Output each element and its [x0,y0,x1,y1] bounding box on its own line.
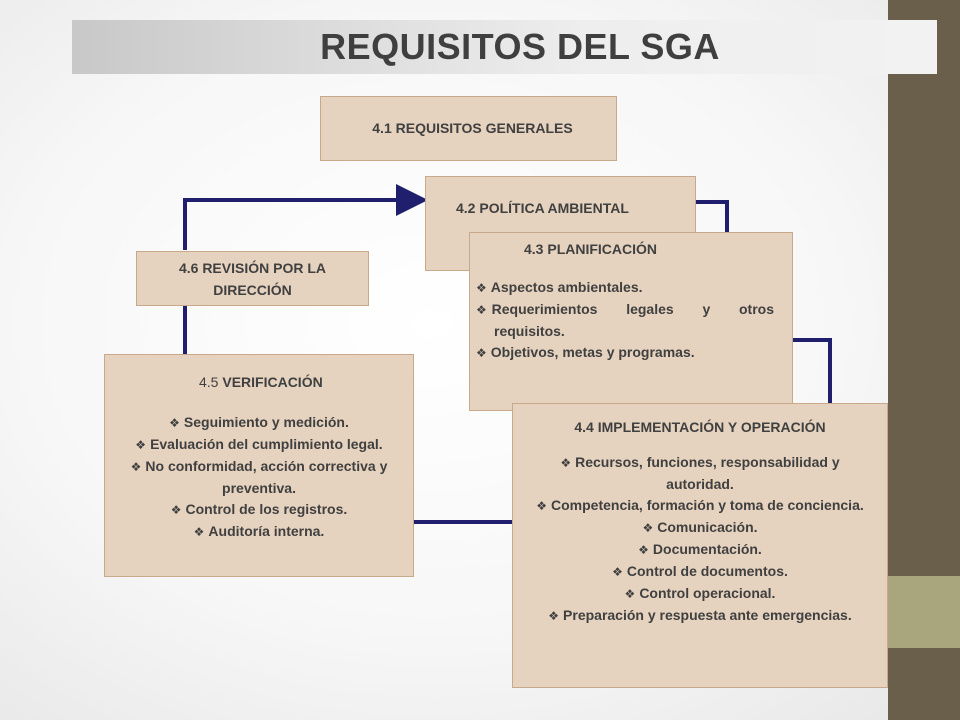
connector-planificacion-to-implementacion [792,338,832,403]
list-item: ❖Auditoría interna. [123,521,395,543]
side-decoration-accent [888,576,960,648]
diamond-bullet-icon: ❖ [193,525,205,539]
list-item: ❖Control de documentos. [527,561,873,583]
box-verificacion: 4.5 VERIFICACIÓN ❖Seguimiento y medición… [104,354,414,577]
diamond-bullet-icon: ❖ [642,521,654,535]
list-item-text: Control de los registros. [185,501,348,517]
slide-title: REQUISITOS DEL SGA [320,26,720,67]
box-title: 4.3 PLANIFICACIÓN [524,241,658,257]
list-item-text: Comunicación. [657,519,758,535]
diamond-bullet-icon: ❖ [536,499,547,513]
diamond-bullet-icon: ❖ [638,543,649,557]
diamond-bullet-icon: ❖ [169,416,180,430]
diamond-bullet-icon: ❖ [624,587,636,601]
list-item: ❖No conformidad, acción correctiva y pre… [123,456,395,499]
list-item-text: Seguimiento y medición. [183,414,349,430]
diamond-bullet-icon: ❖ [476,303,488,317]
box-title: 4.4 IMPLEMENTACIÓN Y OPERACIÓN [574,419,826,435]
box-planificacion: 4.3 PLANIFICACIÓN ❖Aspectos ambientales.… [469,232,793,411]
list-item: ❖Aspectos ambientales. [476,277,774,299]
list-item: ❖Control operacional. [527,583,873,605]
diamond-bullet-icon: ❖ [612,565,623,579]
implementacion-list: ❖Recursos, funciones, responsabilidad y … [527,452,873,627]
list-item-text: Aspectos ambientales. [490,279,643,295]
box-title: 4.5 VERIFICACIÓN [123,371,395,393]
list-item-text: Competencia, formación y toma de concien… [551,497,864,513]
diamond-bullet-icon: ❖ [135,438,147,452]
connector-politica-to-planificacion [696,200,729,232]
list-item-text: Control operacional. [639,585,776,601]
list-item: ❖Objetivos, metas y programas. [476,342,774,364]
box-revision-direccion: 4.6 REVISIÓN POR LA DIRECCIÓN [136,251,369,306]
list-item: ❖Evaluación del cumplimiento legal. [123,434,395,456]
list-item-text: Evaluación del cumplimiento legal. [150,436,383,452]
verificacion-list: ❖Seguimiento y medición. ❖Evaluación del… [123,412,395,543]
title-word: VERIFICACIÓN [222,374,323,390]
list-item: ❖Preparación y respuesta ante emergencia… [527,605,873,627]
planificacion-list: ❖Aspectos ambientales. ❖Requerimientos l… [476,277,774,364]
list-item-text: Control de documentos. [626,563,788,579]
list-item: ❖Requerimientos legales y otros requisit… [476,299,774,342]
box-title: 4.2 POLÍTICA AMBIENTAL [456,200,629,216]
list-item: ❖ Competencia, formación y toma de concie… [527,495,873,517]
list-item: ❖Comunicación. [527,517,873,539]
diamond-bullet-icon: ❖ [130,460,142,474]
diamond-bullet-icon: ❖ [170,503,182,517]
list-item: ❖Control de los registros. [123,499,395,521]
diamond-bullet-icon: ❖ [548,609,560,623]
list-item-text: Recursos, funciones, responsabilidad y a… [575,454,840,492]
box-title: 4.1 REQUISITOS GENERALES [372,120,573,136]
list-item: ❖Documentación. [527,539,873,561]
diamond-bullet-icon: ❖ [476,281,487,295]
list-item-text: Preparación y respuesta ante emergencias… [563,607,852,623]
connector-revision-to-politica [183,184,428,250]
list-item: ❖Recursos, funciones, responsabilidad y … [527,452,873,495]
title-band: REQUISITOS DEL SGA [72,20,937,74]
list-item-text: Requerimientos legales y otros requisito… [491,301,774,339]
list-item-text: Auditoría interna. [208,523,325,539]
diamond-bullet-icon: ❖ [560,456,572,470]
box-implementacion-operacion: 4.4 IMPLEMENTACIÓN Y OPERACIÓN ❖Recursos… [512,403,888,688]
title-number: 4.5 [199,374,219,390]
diamond-bullet-icon: ❖ [476,346,487,360]
box-title: 4.6 REVISIÓN POR LA DIRECCIÓN [178,260,327,298]
list-item-text: Documentación. [652,541,762,557]
list-item-text: No conformidad, acción correctiva y prev… [145,458,388,496]
box-requisitos-generales: 4.1 REQUISITOS GENERALES [320,96,617,161]
list-item: ❖Seguimiento y medición. [123,412,395,434]
list-item-text: Objetivos, metas y programas. [490,344,695,360]
